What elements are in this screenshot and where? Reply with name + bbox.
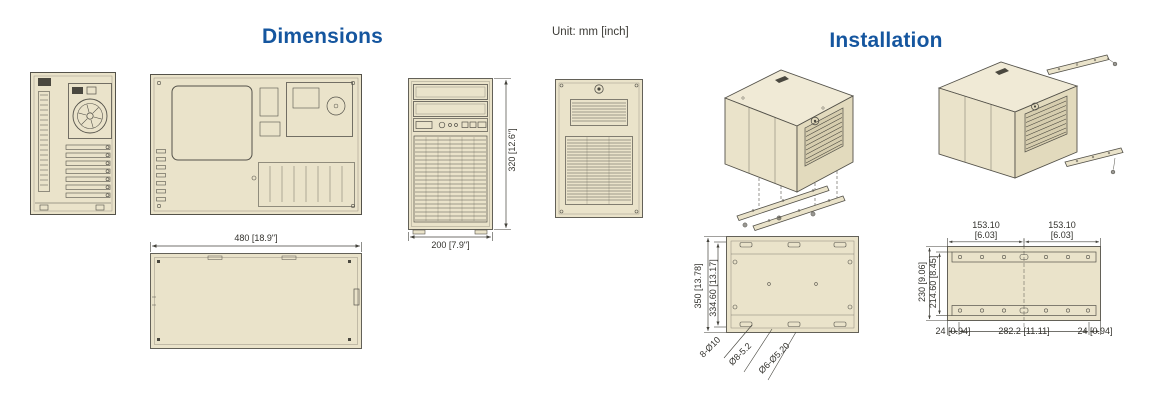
mounting-rails xyxy=(736,185,846,231)
lower-vent-grille xyxy=(565,136,633,205)
dim-282-label: 282.2 [11.11] xyxy=(998,326,1050,336)
expansion-slot-covers xyxy=(65,144,111,198)
dim-334-label: 334.60 [13.17] xyxy=(708,259,718,317)
bottom-mounting-holes-drawing xyxy=(704,236,859,381)
power-button-icon xyxy=(438,121,446,129)
cable-gland-icon xyxy=(594,84,604,94)
front-vent-grille xyxy=(413,135,488,223)
rail-hole-spacing-view xyxy=(920,234,1120,349)
dim-480-label: 480 [18.9"] xyxy=(234,233,278,243)
chassis-front-view xyxy=(30,71,116,217)
chassis-front-panel-view xyxy=(408,78,528,256)
drive-bays xyxy=(413,84,488,117)
control-panel xyxy=(413,118,488,132)
bottom-mounting-holes-view xyxy=(674,232,864,382)
dim-153-right-label: 153.10 [6.03] xyxy=(1048,220,1076,241)
rail-install-side-drawing xyxy=(937,54,1124,179)
upper-vent xyxy=(570,99,628,126)
front-fan-vent xyxy=(804,107,844,167)
chassis-front-drawing xyxy=(30,72,116,215)
dim-200-label: 200 [7.9"] xyxy=(431,240,470,250)
dim-230-label: 230 [9.06] xyxy=(917,261,927,303)
hole-callout-leaders xyxy=(723,324,797,381)
chassis-top-internal-view xyxy=(150,74,362,216)
key-lock-icon xyxy=(38,78,51,86)
chassis-side-panel-drawing xyxy=(150,242,362,349)
dim-24-left-label: 24 [0.94] xyxy=(935,326,971,336)
dim-350-label: 350 [13.78] xyxy=(693,263,703,309)
dimension-lines-bottom xyxy=(947,320,1101,335)
rail-install-bottom-drawing xyxy=(723,69,855,231)
cpu-bay-cutout xyxy=(171,85,253,161)
installation-title: Installation xyxy=(829,29,943,52)
dimension-line-334 xyxy=(714,241,726,328)
chassis-top-drawing xyxy=(150,74,362,215)
dim-214-label: 214.60 [8.45] xyxy=(928,255,938,309)
mounting-slots xyxy=(732,242,853,327)
dim-24-right-label: 24 [0.94] xyxy=(1077,326,1113,336)
rail-screws xyxy=(1106,57,1118,175)
rail-install-bottom-iso xyxy=(703,50,871,232)
dimension-line-480 xyxy=(150,242,362,252)
side-vent-strip xyxy=(38,91,50,192)
dimension-line-214 xyxy=(936,251,952,316)
dimension-lines-153 xyxy=(947,238,1101,247)
psu-area xyxy=(286,82,353,137)
dimension-line-350 xyxy=(704,236,726,333)
chassis-rear-drawing xyxy=(555,79,643,218)
front-fan-vent xyxy=(1024,95,1068,153)
unit-label: Unit: mm [inch] xyxy=(552,26,629,38)
chassis-side-panel-view xyxy=(150,241,362,351)
rail-install-side-iso xyxy=(925,48,1125,188)
chassis-front-panel-drawing xyxy=(408,78,511,241)
dimensions-title: Dimensions xyxy=(261,25,384,48)
dim-153-left-label: 153.10 [6.03] xyxy=(972,220,1000,241)
rail-hole-spacing-drawing xyxy=(926,238,1101,335)
chassis-rear-view xyxy=(555,79,643,219)
card-slot-area xyxy=(258,162,355,207)
alignment-leader-lines xyxy=(758,171,838,208)
dimension-line-230 xyxy=(926,246,947,321)
psu-fan-icon xyxy=(72,98,108,134)
dimension-line-320 xyxy=(494,78,511,230)
io-bracket-slots xyxy=(156,149,166,202)
dimension-line-200 xyxy=(408,232,493,241)
rail-screws xyxy=(742,211,816,228)
dim-320-label: 320 [12.6"] xyxy=(507,128,517,172)
